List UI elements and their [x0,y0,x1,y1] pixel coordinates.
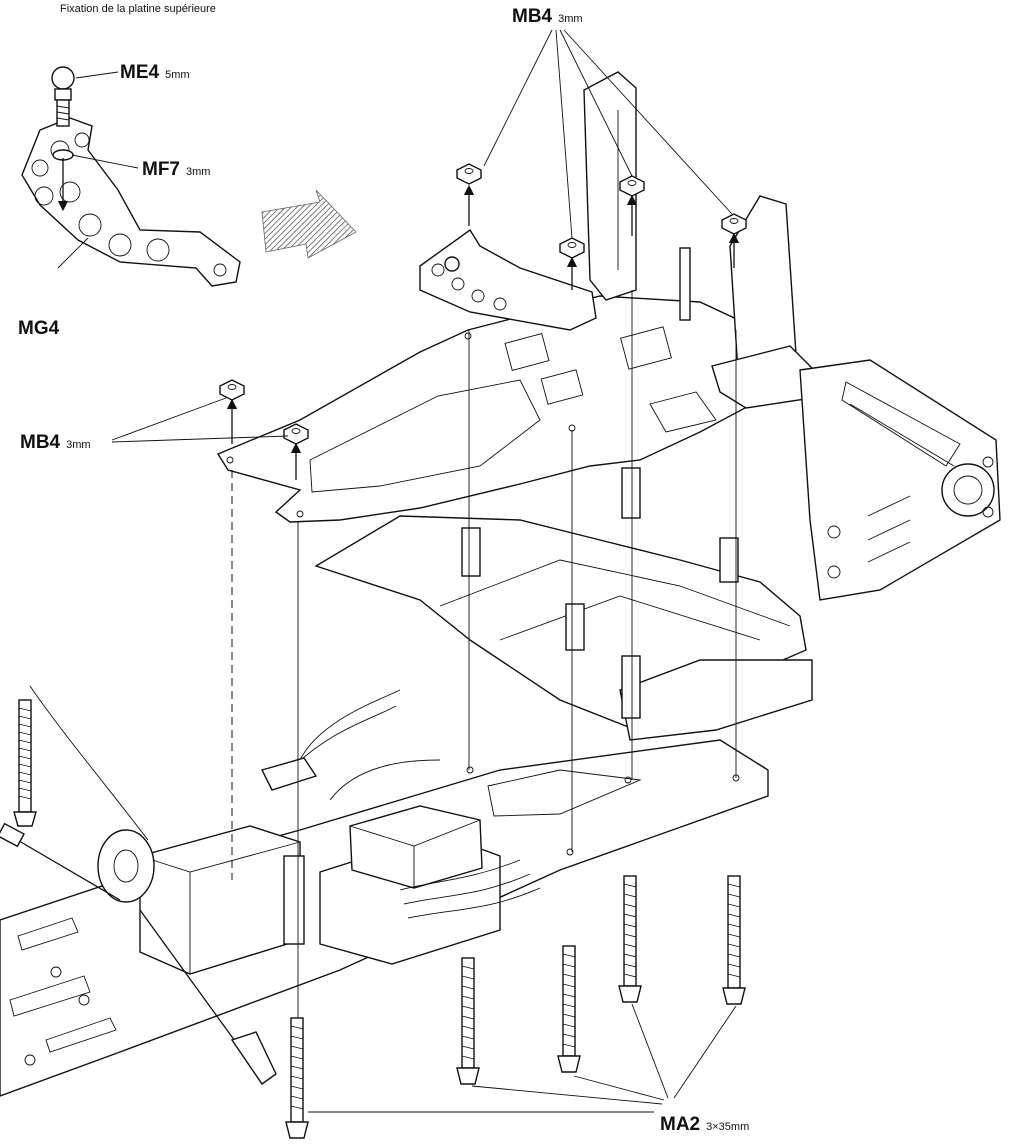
mg4-label: MG4 [18,318,60,339]
label-leaders [111,29,737,1113]
wiring [260,689,441,801]
screw-ma2 [13,699,746,1139]
mg4-inset [21,66,241,287]
gearbox [799,359,1001,601]
instruction-caption: Fixation de la platine supérieure [60,3,216,15]
nut-mb4 [219,163,747,445]
upper-deck [216,228,761,523]
servo [97,825,305,975]
alignment-lines [231,290,737,1030]
install-arrows [226,184,740,480]
rear-tower [583,71,817,409]
direction-arrow-icon [261,189,357,259]
esc-receiver [319,805,541,965]
steering-rod [0,685,277,1085]
battery-tray [314,467,813,741]
